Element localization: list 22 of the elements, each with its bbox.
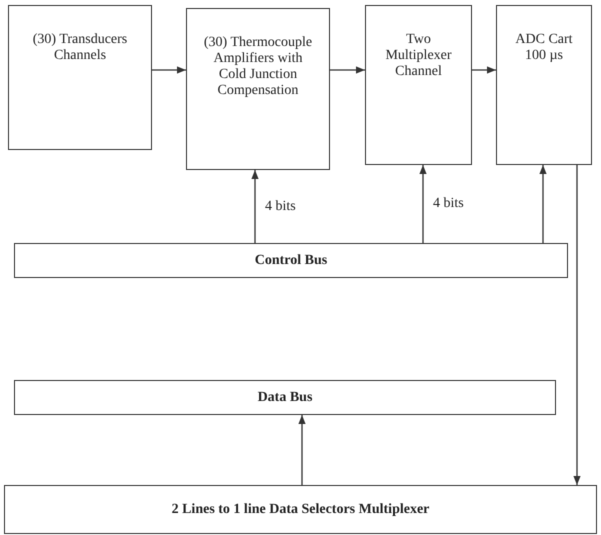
block-label: Two Multiplexer Channel — [384, 32, 453, 81]
arrow — [573, 165, 581, 485]
block-label: (30) Transducers Channels — [32, 32, 128, 65]
arrow — [152, 66, 186, 74]
block-box — [8, 5, 152, 150]
block-label: Control Bus — [254, 252, 328, 268]
arrow — [419, 165, 427, 243]
bus-bar — [14, 380, 556, 415]
arrow — [472, 66, 496, 74]
arrow — [539, 165, 547, 243]
bus-bar — [4, 485, 597, 534]
arrow — [330, 66, 365, 74]
block-box — [186, 8, 330, 170]
arrow — [251, 170, 259, 243]
block-label: (30) Thermocouple Amplifiers with Cold Junction Compensation — [202, 35, 314, 100]
arrow — [298, 415, 306, 485]
block-box — [365, 5, 472, 165]
bus-bar — [14, 243, 568, 278]
block-label: 2 Lines to 1 line Data Selectors Multiplexer — [172, 502, 430, 518]
block-label: Data Bus — [258, 390, 312, 406]
block-label: ADC Cart 100 µs — [514, 32, 574, 65]
block-box — [496, 5, 592, 165]
